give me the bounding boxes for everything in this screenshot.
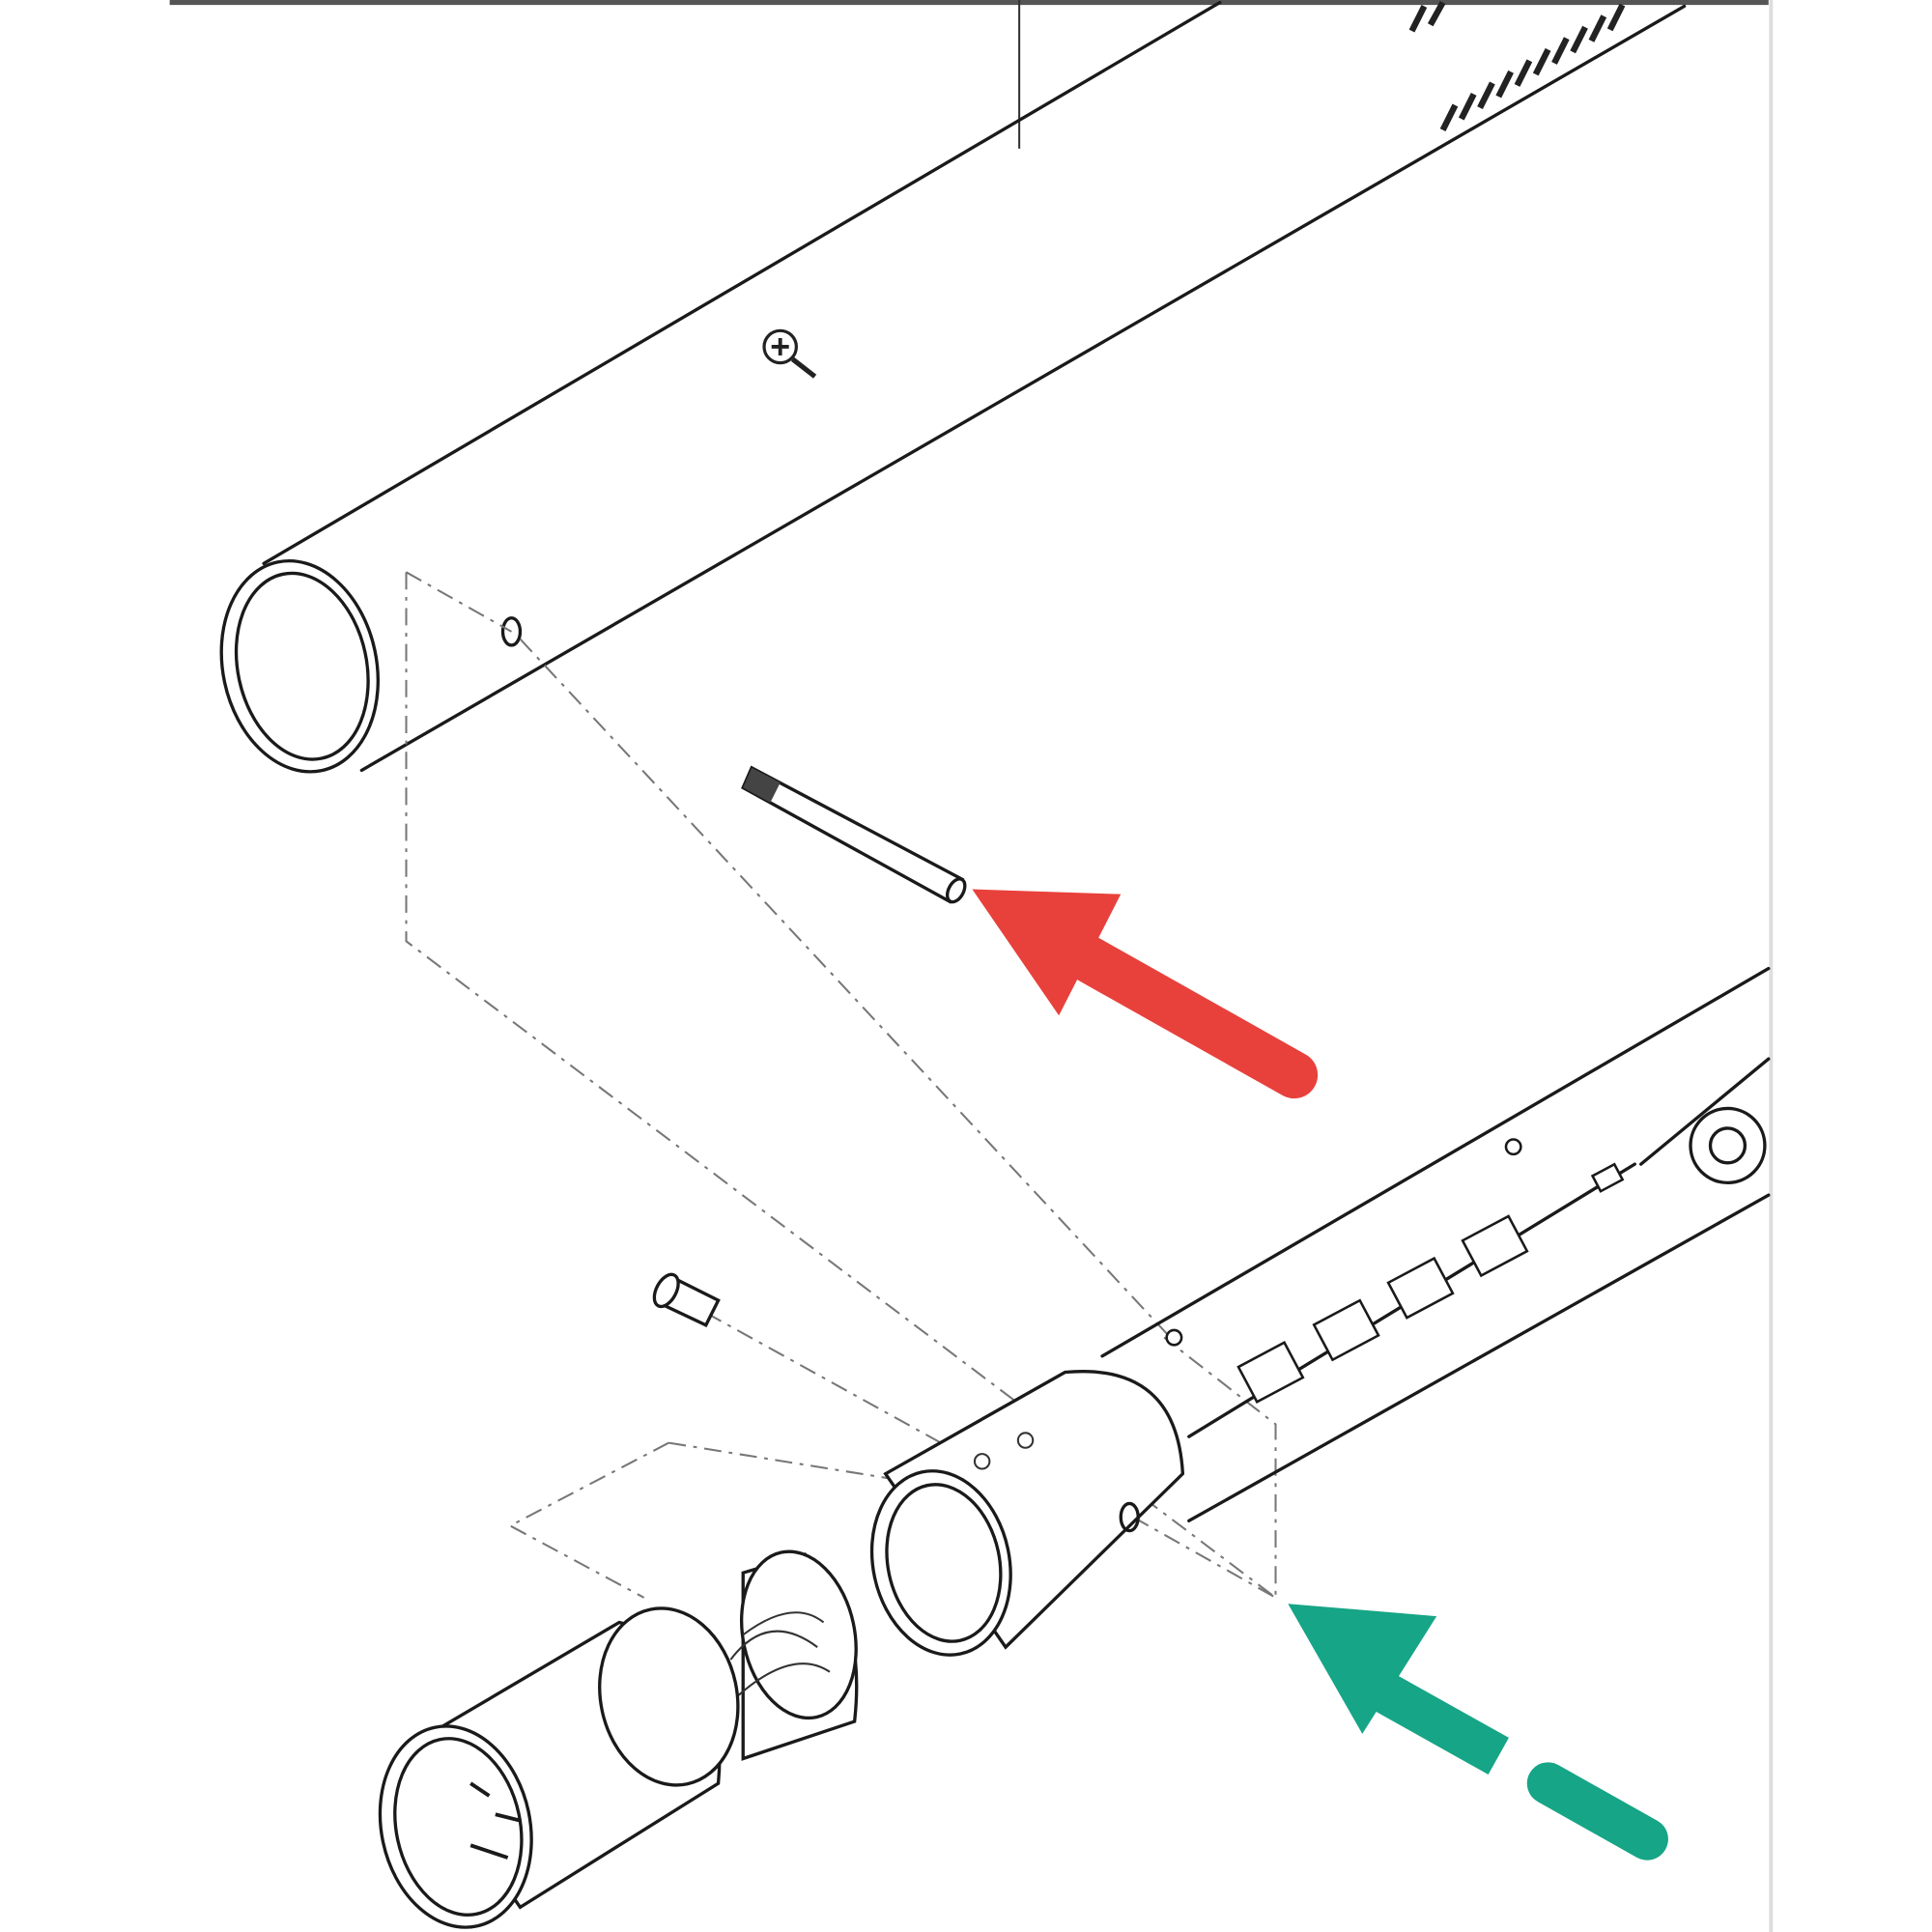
pin-part (741, 765, 967, 904)
arrow-icon (972, 889, 1319, 1099)
upper-tube (219, 0, 1687, 774)
lower-tube (869, 966, 1771, 1657)
connector-part (378, 1549, 859, 1929)
zoom-in-icon[interactable] (762, 328, 817, 379)
dashed-arrow-icon (1288, 1604, 1668, 1861)
screw-part (652, 1272, 721, 1327)
vent-slots (1408, 1, 1626, 132)
